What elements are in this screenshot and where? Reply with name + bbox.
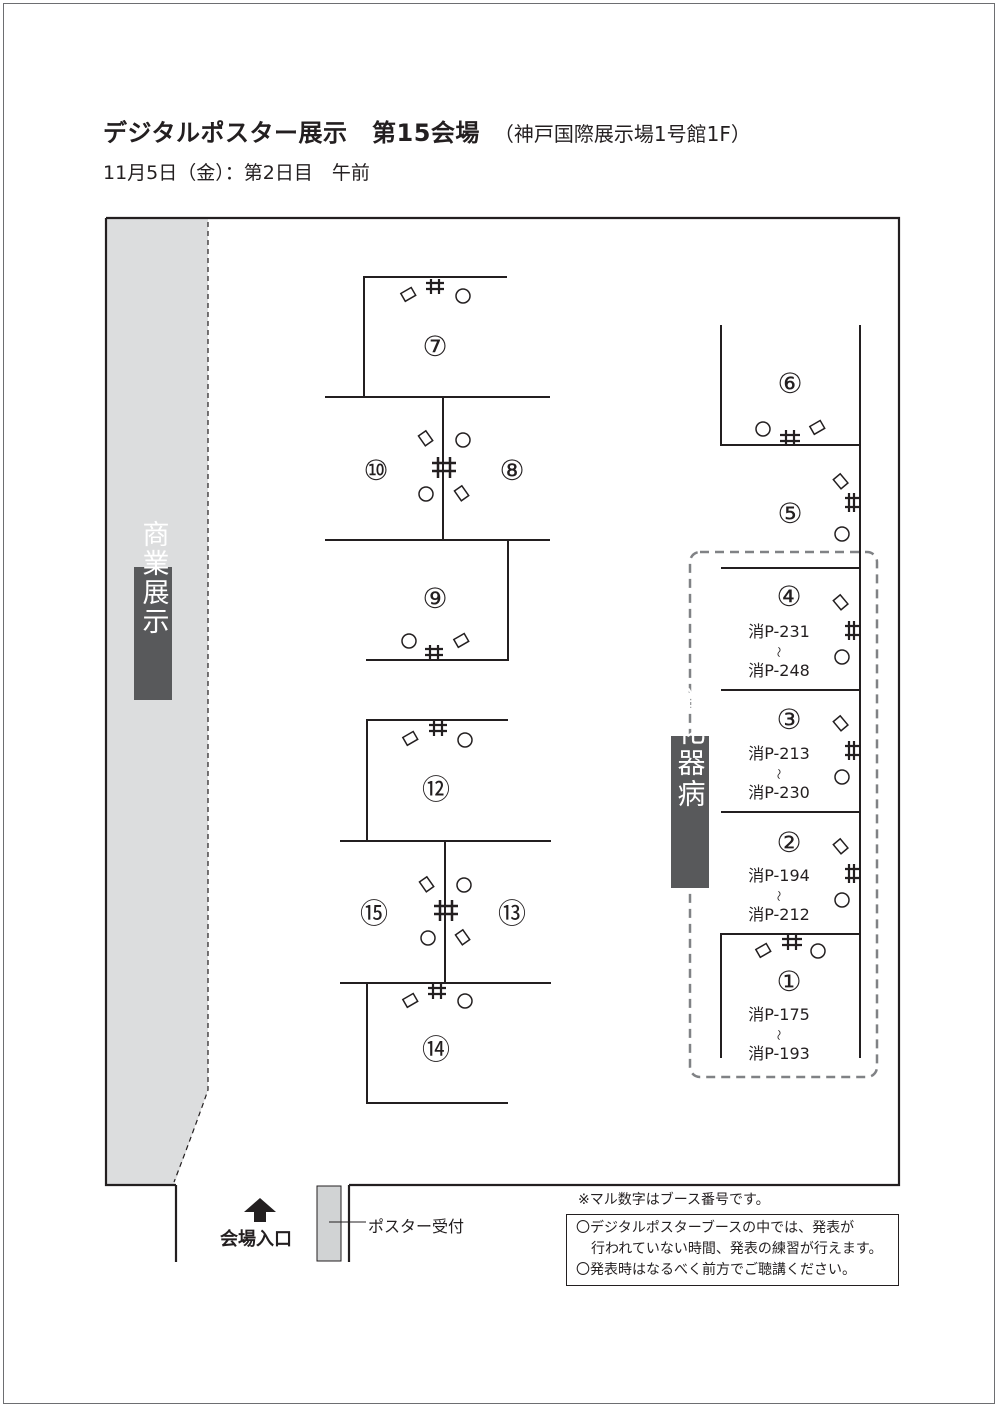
entrance-label: 会場入口 xyxy=(220,1229,292,1250)
monitor-stand-icon xyxy=(845,493,859,512)
title-venue: （神戸国際展示場1号館1F） xyxy=(493,122,751,146)
table-icon xyxy=(832,714,849,732)
reception-desk xyxy=(316,1185,342,1262)
chair-icon xyxy=(834,649,850,665)
entrance-arrow-icon xyxy=(244,1198,276,1222)
poster-range-start: 消P-175 xyxy=(748,1005,810,1024)
table-icon xyxy=(453,484,470,502)
monitor-stand-icon xyxy=(845,621,859,640)
poster-range-end: 消P-230 xyxy=(748,783,810,802)
table-icon xyxy=(832,593,849,611)
commercial-area xyxy=(106,218,208,1185)
monitor-stand-icon xyxy=(429,720,447,736)
table-icon xyxy=(832,837,849,855)
digestive-group-boundary xyxy=(688,550,879,1079)
monitor-stand-icon xyxy=(782,934,802,950)
chair-icon xyxy=(834,769,850,785)
chair-icon xyxy=(810,943,826,959)
reception-label: ポスター受付 xyxy=(368,1217,465,1236)
digestive-label-bg xyxy=(671,736,709,888)
booth-number: ③ xyxy=(776,703,801,736)
chair-icon xyxy=(455,288,471,304)
booth-number: ⑧ xyxy=(499,454,524,487)
monitor-stand-icon xyxy=(845,864,859,883)
booth-number: ⑦ xyxy=(422,330,447,363)
monitor-stand-icon xyxy=(432,457,456,478)
chair-icon xyxy=(457,732,473,748)
booth-partitions xyxy=(325,276,861,1104)
info-line: 行われていない時間、発表の練習が行えます。 xyxy=(591,1241,883,1257)
table-icon xyxy=(399,286,417,303)
chair-icon xyxy=(834,526,850,542)
chair-icon xyxy=(755,421,771,437)
info-line: 〇デジタルポスターブースの中では、発表が xyxy=(576,1220,855,1236)
monitor-stand-icon xyxy=(434,900,458,921)
title-main: デジタルポスター展示 第15会場 xyxy=(103,119,480,147)
poster-range-start: 消P-194 xyxy=(748,866,810,885)
info-line: 〇発表時はなるべく前方でご聴講ください。 xyxy=(576,1262,856,1278)
table-icon xyxy=(417,429,434,447)
booth-number: ② xyxy=(776,826,801,859)
chair-icon xyxy=(455,432,471,448)
booth-number: ① xyxy=(776,965,801,998)
page-frame xyxy=(3,3,995,1404)
booth-number: ⑤ xyxy=(777,497,802,530)
table-icon xyxy=(832,472,849,490)
poster-range-tilde: 〜 xyxy=(772,1030,785,1041)
chair-icon xyxy=(457,993,473,1009)
commercial-label: 商業展示 xyxy=(138,520,170,636)
poster-range-end: 消P-212 xyxy=(748,905,810,924)
chair-icon xyxy=(456,877,472,893)
booth-number: ⑬ xyxy=(498,897,526,930)
hall-walls xyxy=(104,216,901,1262)
poster-range-tilde: 〜 xyxy=(772,891,785,902)
booth-number: ⑫ xyxy=(422,773,450,806)
chair-icon xyxy=(834,892,850,908)
poster-range-start: 消P-231 xyxy=(748,622,810,641)
info-box: 〇デジタルポスターブースの中では、発表が 行われていない時間、発表の練習が行えま… xyxy=(566,1214,899,1286)
booth-furniture xyxy=(399,279,859,1009)
booth-number: ④ xyxy=(776,580,801,613)
poster-range-start: 消P-213 xyxy=(748,744,810,763)
booth-number-note: ※マル数字はブース番号です。 xyxy=(578,1192,770,1208)
poster-range-end: 消P-193 xyxy=(748,1044,810,1063)
digestive-label: 消化器病 xyxy=(674,686,707,810)
booth-number: ⑮ xyxy=(360,897,388,930)
monitor-stand-icon xyxy=(428,983,446,999)
table-icon xyxy=(401,992,419,1009)
poster-range-tilde: 〜 xyxy=(772,647,785,658)
table-icon xyxy=(418,875,435,893)
table-icon xyxy=(454,928,471,946)
poster-range-end: 消P-248 xyxy=(748,661,810,680)
booth-number: ⑨ xyxy=(422,582,447,615)
session-date: 11月5日（金）：第2日目 午前 xyxy=(103,162,370,184)
chair-icon xyxy=(420,930,436,946)
poster-range-tilde: 〜 xyxy=(772,769,785,780)
booth-number: ⑥ xyxy=(777,367,802,400)
table-icon xyxy=(401,730,419,747)
chair-icon xyxy=(418,486,434,502)
table-icon xyxy=(754,942,772,959)
monitor-stand-icon xyxy=(426,279,444,294)
booth-number: ⑭ xyxy=(422,1033,450,1066)
commercial-label-bg xyxy=(134,567,172,700)
table-icon xyxy=(452,632,470,649)
monitor-stand-icon xyxy=(425,645,443,660)
commercial-boundary xyxy=(173,222,209,1183)
monitor-stand-icon xyxy=(845,741,859,760)
table-icon xyxy=(808,419,826,436)
page-title: デジタルポスター展示 第15会場 （神戸国際展示場1号館1F） xyxy=(103,113,751,148)
chair-icon xyxy=(401,633,417,649)
booth-number: ⑩ xyxy=(363,454,388,487)
monitor-stand-icon xyxy=(780,430,800,445)
